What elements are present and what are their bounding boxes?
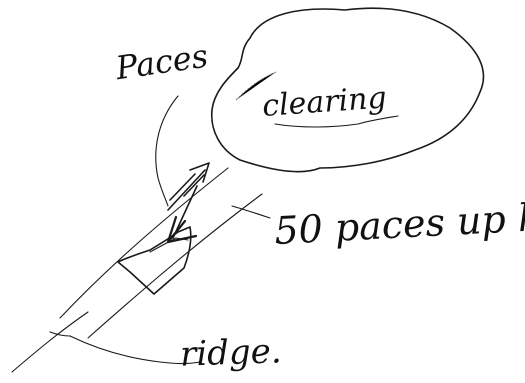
ridge-label: ridge. xyxy=(179,331,282,375)
clearing-underline xyxy=(274,115,399,128)
fifty-paces-label: 50 paces up hill xyxy=(273,193,525,253)
marker-box xyxy=(117,226,192,295)
ridge-extension xyxy=(49,331,71,337)
ridge-leader xyxy=(69,335,201,365)
trail-left-edge xyxy=(59,167,229,319)
trail-right-edge xyxy=(87,193,263,339)
paces-leader-line xyxy=(155,95,179,207)
double-arrow-shaft-upper xyxy=(183,174,205,197)
clearing-label: clearing xyxy=(261,80,388,124)
paces-label: Paces xyxy=(112,37,210,88)
marker-box-inner xyxy=(149,237,189,253)
arrow-head-upper xyxy=(189,162,210,183)
arrow-shaft-to-lower-head xyxy=(172,185,198,239)
fifty-paces-leader xyxy=(231,205,271,219)
trail-lower-extension xyxy=(11,311,89,373)
clearing-outline-overstroke xyxy=(235,71,277,101)
double-arrow-shaft-mid xyxy=(167,169,206,211)
clearing-outline xyxy=(210,7,485,173)
double-arrow-shaft-lower xyxy=(169,173,196,201)
